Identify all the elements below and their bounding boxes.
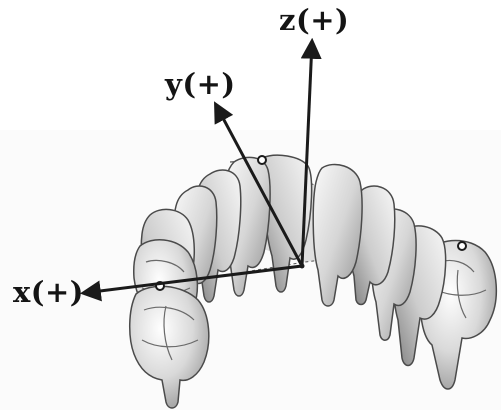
z-axis-label: z(+) xyxy=(279,6,349,35)
x-axis-label: x(+) xyxy=(13,278,84,307)
landmark-point-right xyxy=(458,242,466,250)
y-axis-label: y(+) xyxy=(165,70,236,99)
landmark-point-anterior xyxy=(258,156,266,164)
axis-origin xyxy=(300,264,305,269)
